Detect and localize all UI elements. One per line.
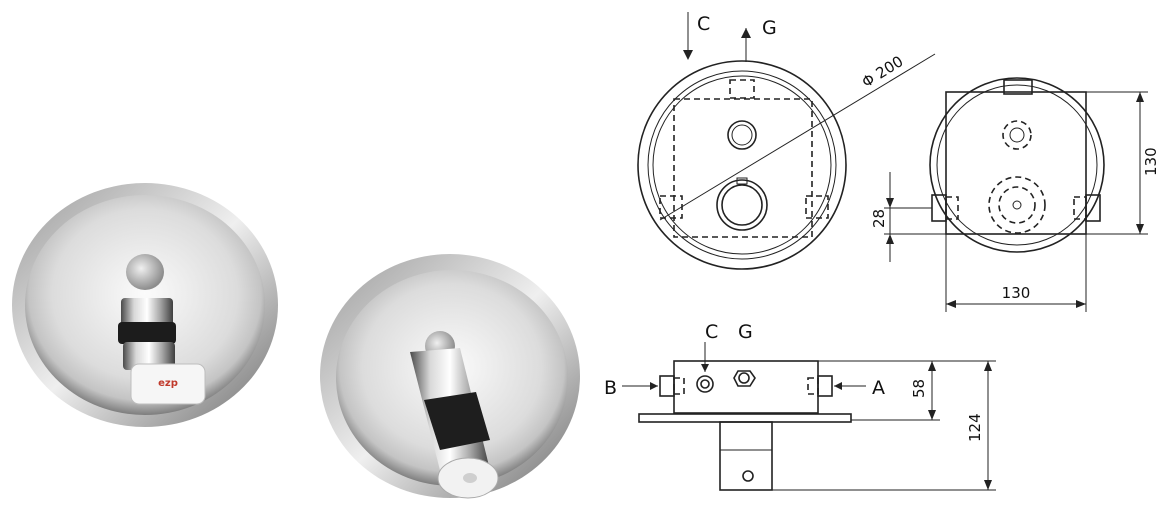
back-width-dimension: 130 [1002,284,1031,302]
side-label-a: A [872,377,885,399]
drawing-side-view: C G B A 58 124 [604,321,996,491]
sensor-window [126,254,164,290]
drawing-back-view: 130 130 28 [870,77,1157,312]
side-box-dimension: 58 [910,379,928,398]
product-photo-front: ezp [12,183,278,427]
back-height-dimension: 130 [1142,147,1157,176]
back-offset-dimension: 28 [870,209,888,228]
brand-mark: ezp [158,378,178,389]
mixer-cap [130,363,206,405]
side-total-dimension: 124 [966,413,984,442]
side-label-c: C [705,321,718,343]
top-label-c: C [697,13,710,35]
side-label-b: B [604,377,617,399]
product-photo-angled [320,254,580,499]
top-label-g: G [762,17,777,39]
side-label-g: G [738,321,753,343]
